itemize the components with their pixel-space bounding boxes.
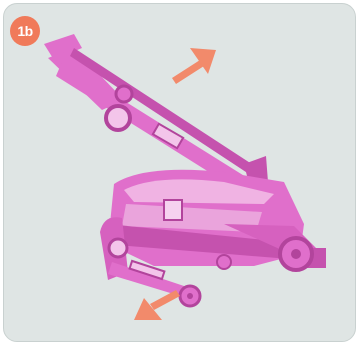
folding-stroller-illustration: [4, 4, 355, 341]
stroller-frame: [100, 170, 326, 296]
instruction-panel: 1b: [3, 3, 356, 342]
arrow-up-right-icon: [172, 48, 216, 84]
stroller-handle: [44, 34, 268, 194]
arrow-down-left-icon: [134, 290, 180, 320]
